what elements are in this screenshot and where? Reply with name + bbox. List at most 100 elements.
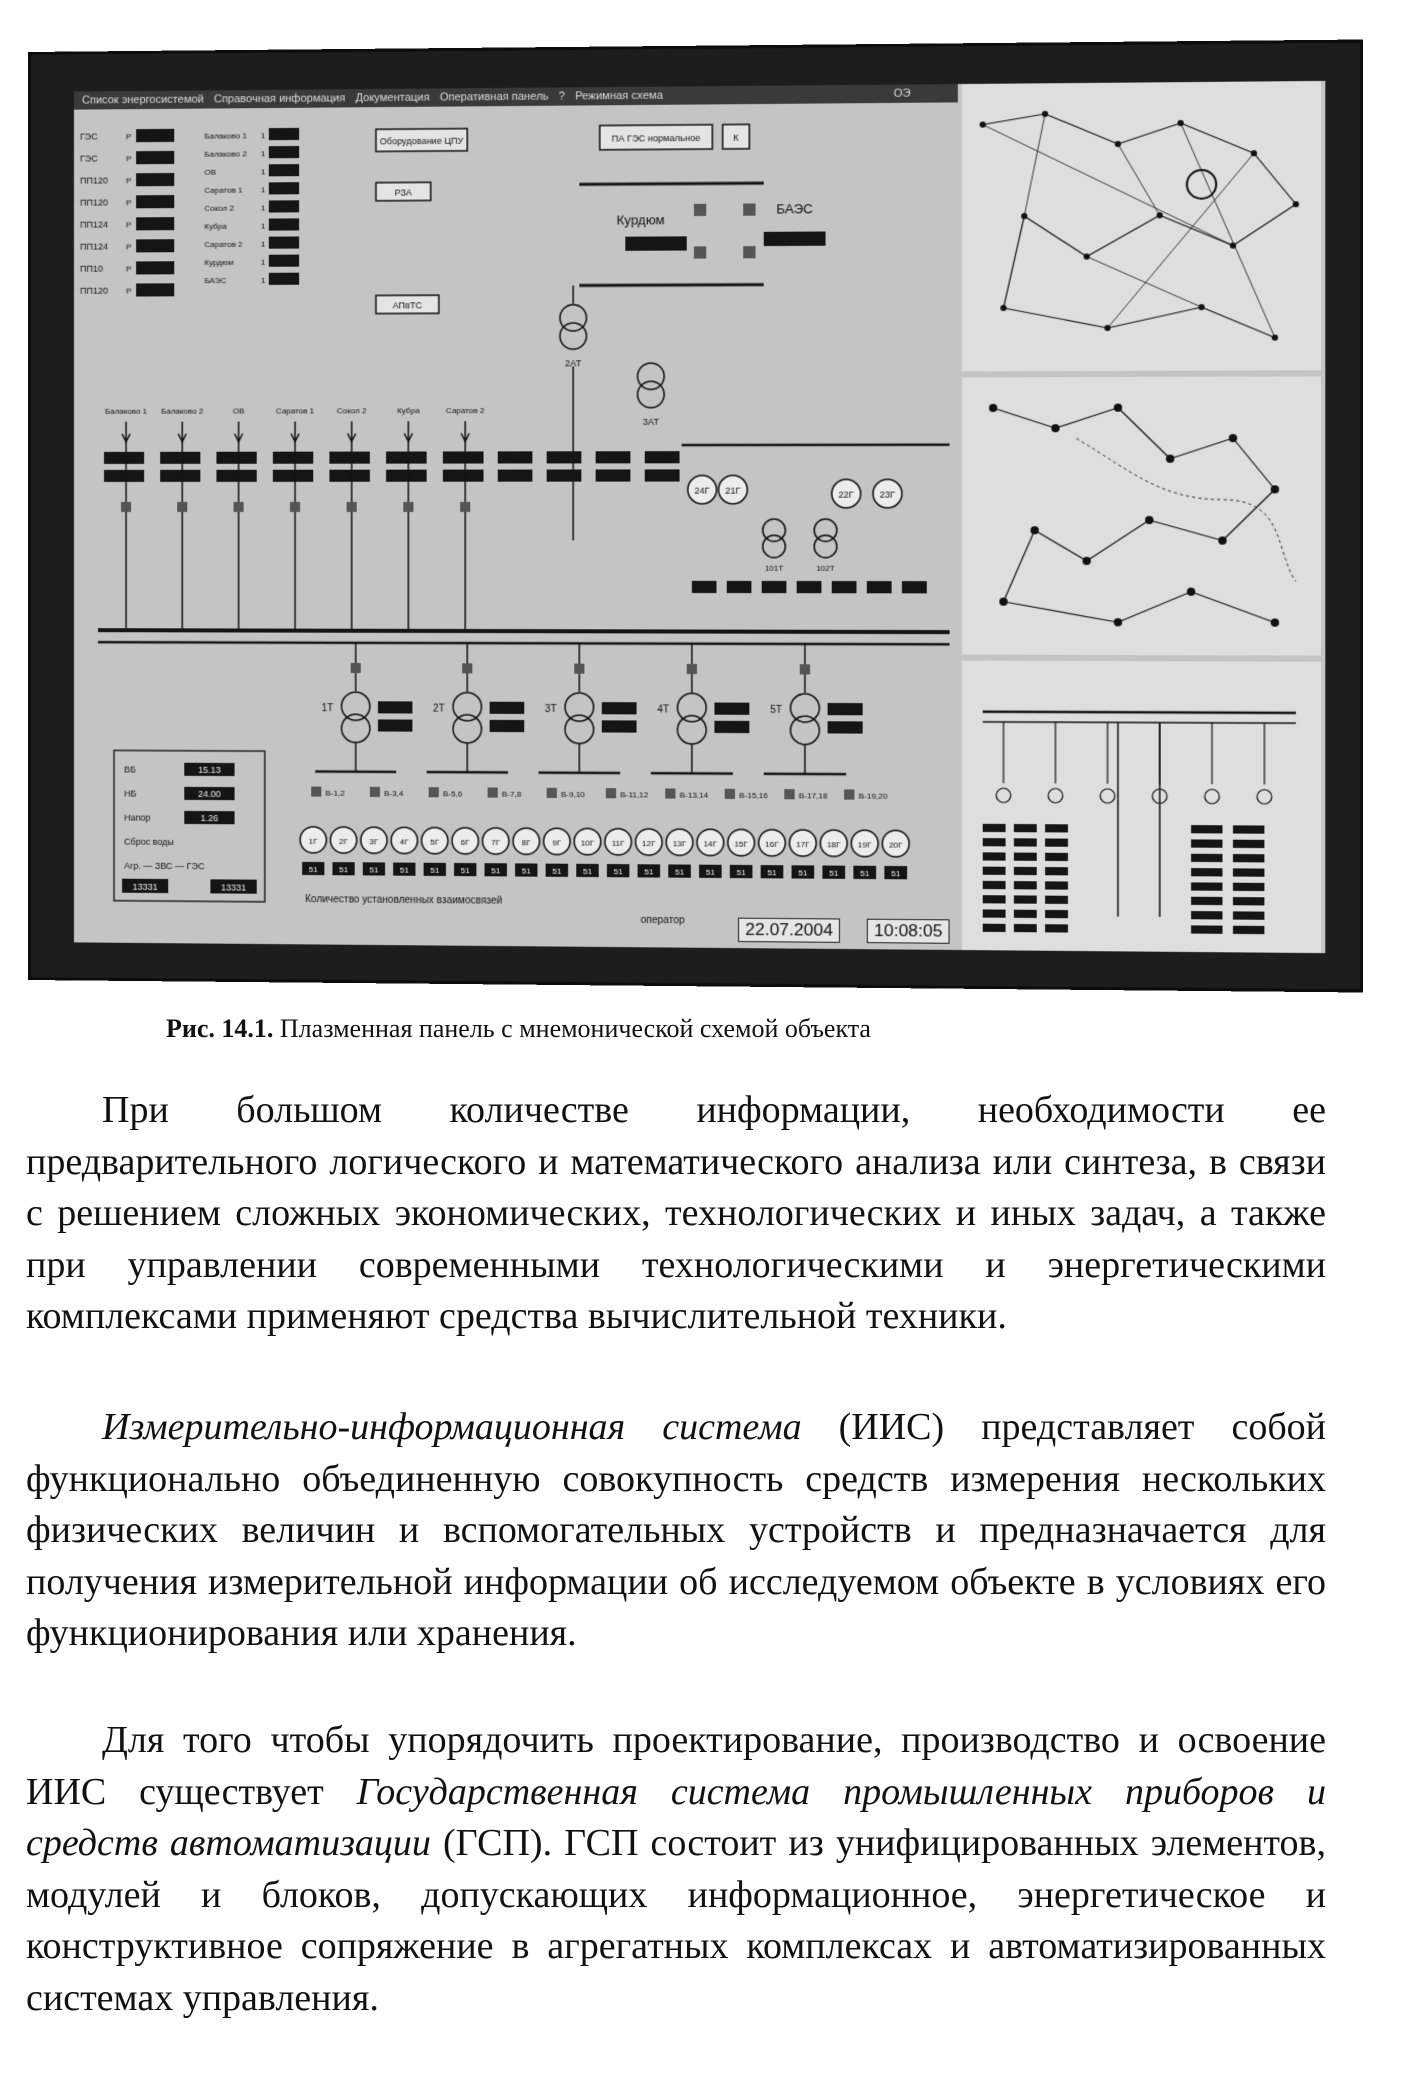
- generator-label: 15Г: [734, 840, 748, 849]
- left-line-indicator: [135, 260, 174, 274]
- map-hub: [1187, 170, 1216, 199]
- gen-breaker-label: В-13,14: [680, 791, 709, 800]
- info-value-box: [184, 762, 235, 777]
- left-line-p: P: [126, 176, 131, 185]
- gen-breaker: [605, 788, 617, 799]
- generator-label: 18Г: [827, 840, 841, 849]
- connections-label: Количество установленных взаимосвязей: [305, 894, 502, 907]
- k-button: [723, 124, 750, 149]
- mid-line-label: Сокол 2: [204, 204, 234, 213]
- sld-indicator: [982, 838, 1006, 847]
- transformer-coil: [453, 692, 481, 720]
- transformer-coil: [342, 714, 370, 742]
- sld-indicator: [982, 880, 1006, 890]
- mid-line-state: 1: [261, 240, 266, 249]
- aux-transformer-label: 102Т: [816, 564, 835, 573]
- feeder-q-indicator: [386, 469, 427, 482]
- figure-caption-text: Плазменная панель с мнемонической схемой…: [273, 1014, 871, 1043]
- sld-bus: [983, 722, 1296, 723]
- generator-state: 51: [891, 869, 901, 878]
- left-line-p: P: [126, 242, 131, 251]
- map-line: [1160, 215, 1233, 246]
- sld-indicator: [1045, 909, 1068, 919]
- feeder-label: Балаково 1: [105, 407, 148, 416]
- gen-pq-indicator: [546, 451, 582, 464]
- sld-coil: [1048, 788, 1063, 802]
- mid-line-label: Курдюм: [204, 258, 233, 267]
- mid-line-state: 1: [261, 167, 266, 176]
- transformer-coil: [453, 715, 481, 743]
- feeder-q-indicator: [329, 469, 370, 482]
- left-line-label: ПП10: [80, 264, 103, 274]
- feeder-arrow: [291, 421, 299, 441]
- map-node: [1292, 201, 1300, 208]
- map-node: [1113, 618, 1123, 627]
- sld-indicator: [1013, 866, 1037, 876]
- left-line-label: ПП124: [80, 220, 108, 230]
- transformer-indicator: [601, 702, 637, 715]
- map-line: [1202, 307, 1275, 338]
- left-line-indicator: [135, 128, 174, 142]
- generator-state: 51: [675, 868, 685, 877]
- sld-indicator: [1191, 853, 1223, 863]
- generator-state: 51: [552, 867, 562, 876]
- sld-indicator: [982, 909, 1006, 918]
- gen-breaker-label: В-11,12: [620, 790, 649, 799]
- feeder-p-indicator: [386, 451, 427, 464]
- map-line: [993, 408, 1055, 429]
- mode-button: [600, 125, 713, 150]
- generator: [544, 828, 571, 854]
- transformer-label: 4Т: [657, 704, 669, 715]
- mid-line-label: Саратов 1: [204, 186, 243, 195]
- left-line-label: ПП124: [80, 242, 108, 252]
- feeder-breaker: [346, 501, 357, 512]
- top-breaker-2: [693, 246, 707, 259]
- map-line: [1222, 489, 1274, 540]
- generator-state: 51: [430, 866, 440, 875]
- generator-label: 17Г: [796, 840, 810, 849]
- generator-label: 2Г: [339, 837, 349, 846]
- left-line-p: P: [126, 287, 131, 296]
- mid-line-label: Балаково 2: [204, 149, 247, 158]
- generator-state-box: [545, 863, 569, 877]
- map-node: [1030, 526, 1039, 535]
- map-border: [1076, 438, 1296, 582]
- map-node: [1186, 587, 1196, 596]
- feeder-breaker: [121, 501, 132, 512]
- sld-coil: [996, 788, 1011, 802]
- feeder-arrow: [178, 422, 186, 442]
- transformer-indicator: [489, 719, 525, 733]
- sld-indicator: [1191, 925, 1223, 934]
- gen-breaker-label: В-15,16: [739, 791, 768, 800]
- flow-left-value: 13331: [133, 882, 158, 892]
- transformer-indicator: [714, 702, 750, 715]
- generator-state: 51: [614, 867, 624, 876]
- aux-generator-label: 23Г: [880, 490, 896, 500]
- aux-indicator: [726, 580, 752, 594]
- map-line: [1024, 114, 1045, 216]
- gen-breaker: [844, 789, 855, 800]
- top-breaker-4: [743, 246, 756, 259]
- left-line-label: ПП120: [80, 197, 108, 207]
- map-node: [1114, 140, 1122, 148]
- gen-breaker: [546, 787, 557, 798]
- mid-line-state: 1: [261, 222, 266, 231]
- gen-breaker-label: В-5,6: [443, 789, 463, 798]
- generator-state: 51: [339, 865, 349, 874]
- feeder-breaker: [177, 501, 188, 512]
- map-line: [1024, 216, 1086, 257]
- left-line-p: P: [126, 132, 131, 141]
- sld-indicator: [1191, 911, 1223, 920]
- main-bus-2: [98, 642, 950, 644]
- generator-state: 51: [309, 865, 319, 874]
- aux-indicator: [691, 580, 717, 594]
- transformer-coil: [565, 693, 594, 721]
- left-line-indicator: [135, 282, 174, 296]
- map-line: [1118, 144, 1160, 216]
- screen-menu-item: Список энергосистемой: [81, 93, 204, 107]
- feeder-arrow: [461, 421, 469, 441]
- mid-line-state: 1: [261, 185, 266, 194]
- equipment-button-label: Оборудование ЦПУ: [380, 136, 464, 147]
- feeder-breaker: [233, 501, 244, 512]
